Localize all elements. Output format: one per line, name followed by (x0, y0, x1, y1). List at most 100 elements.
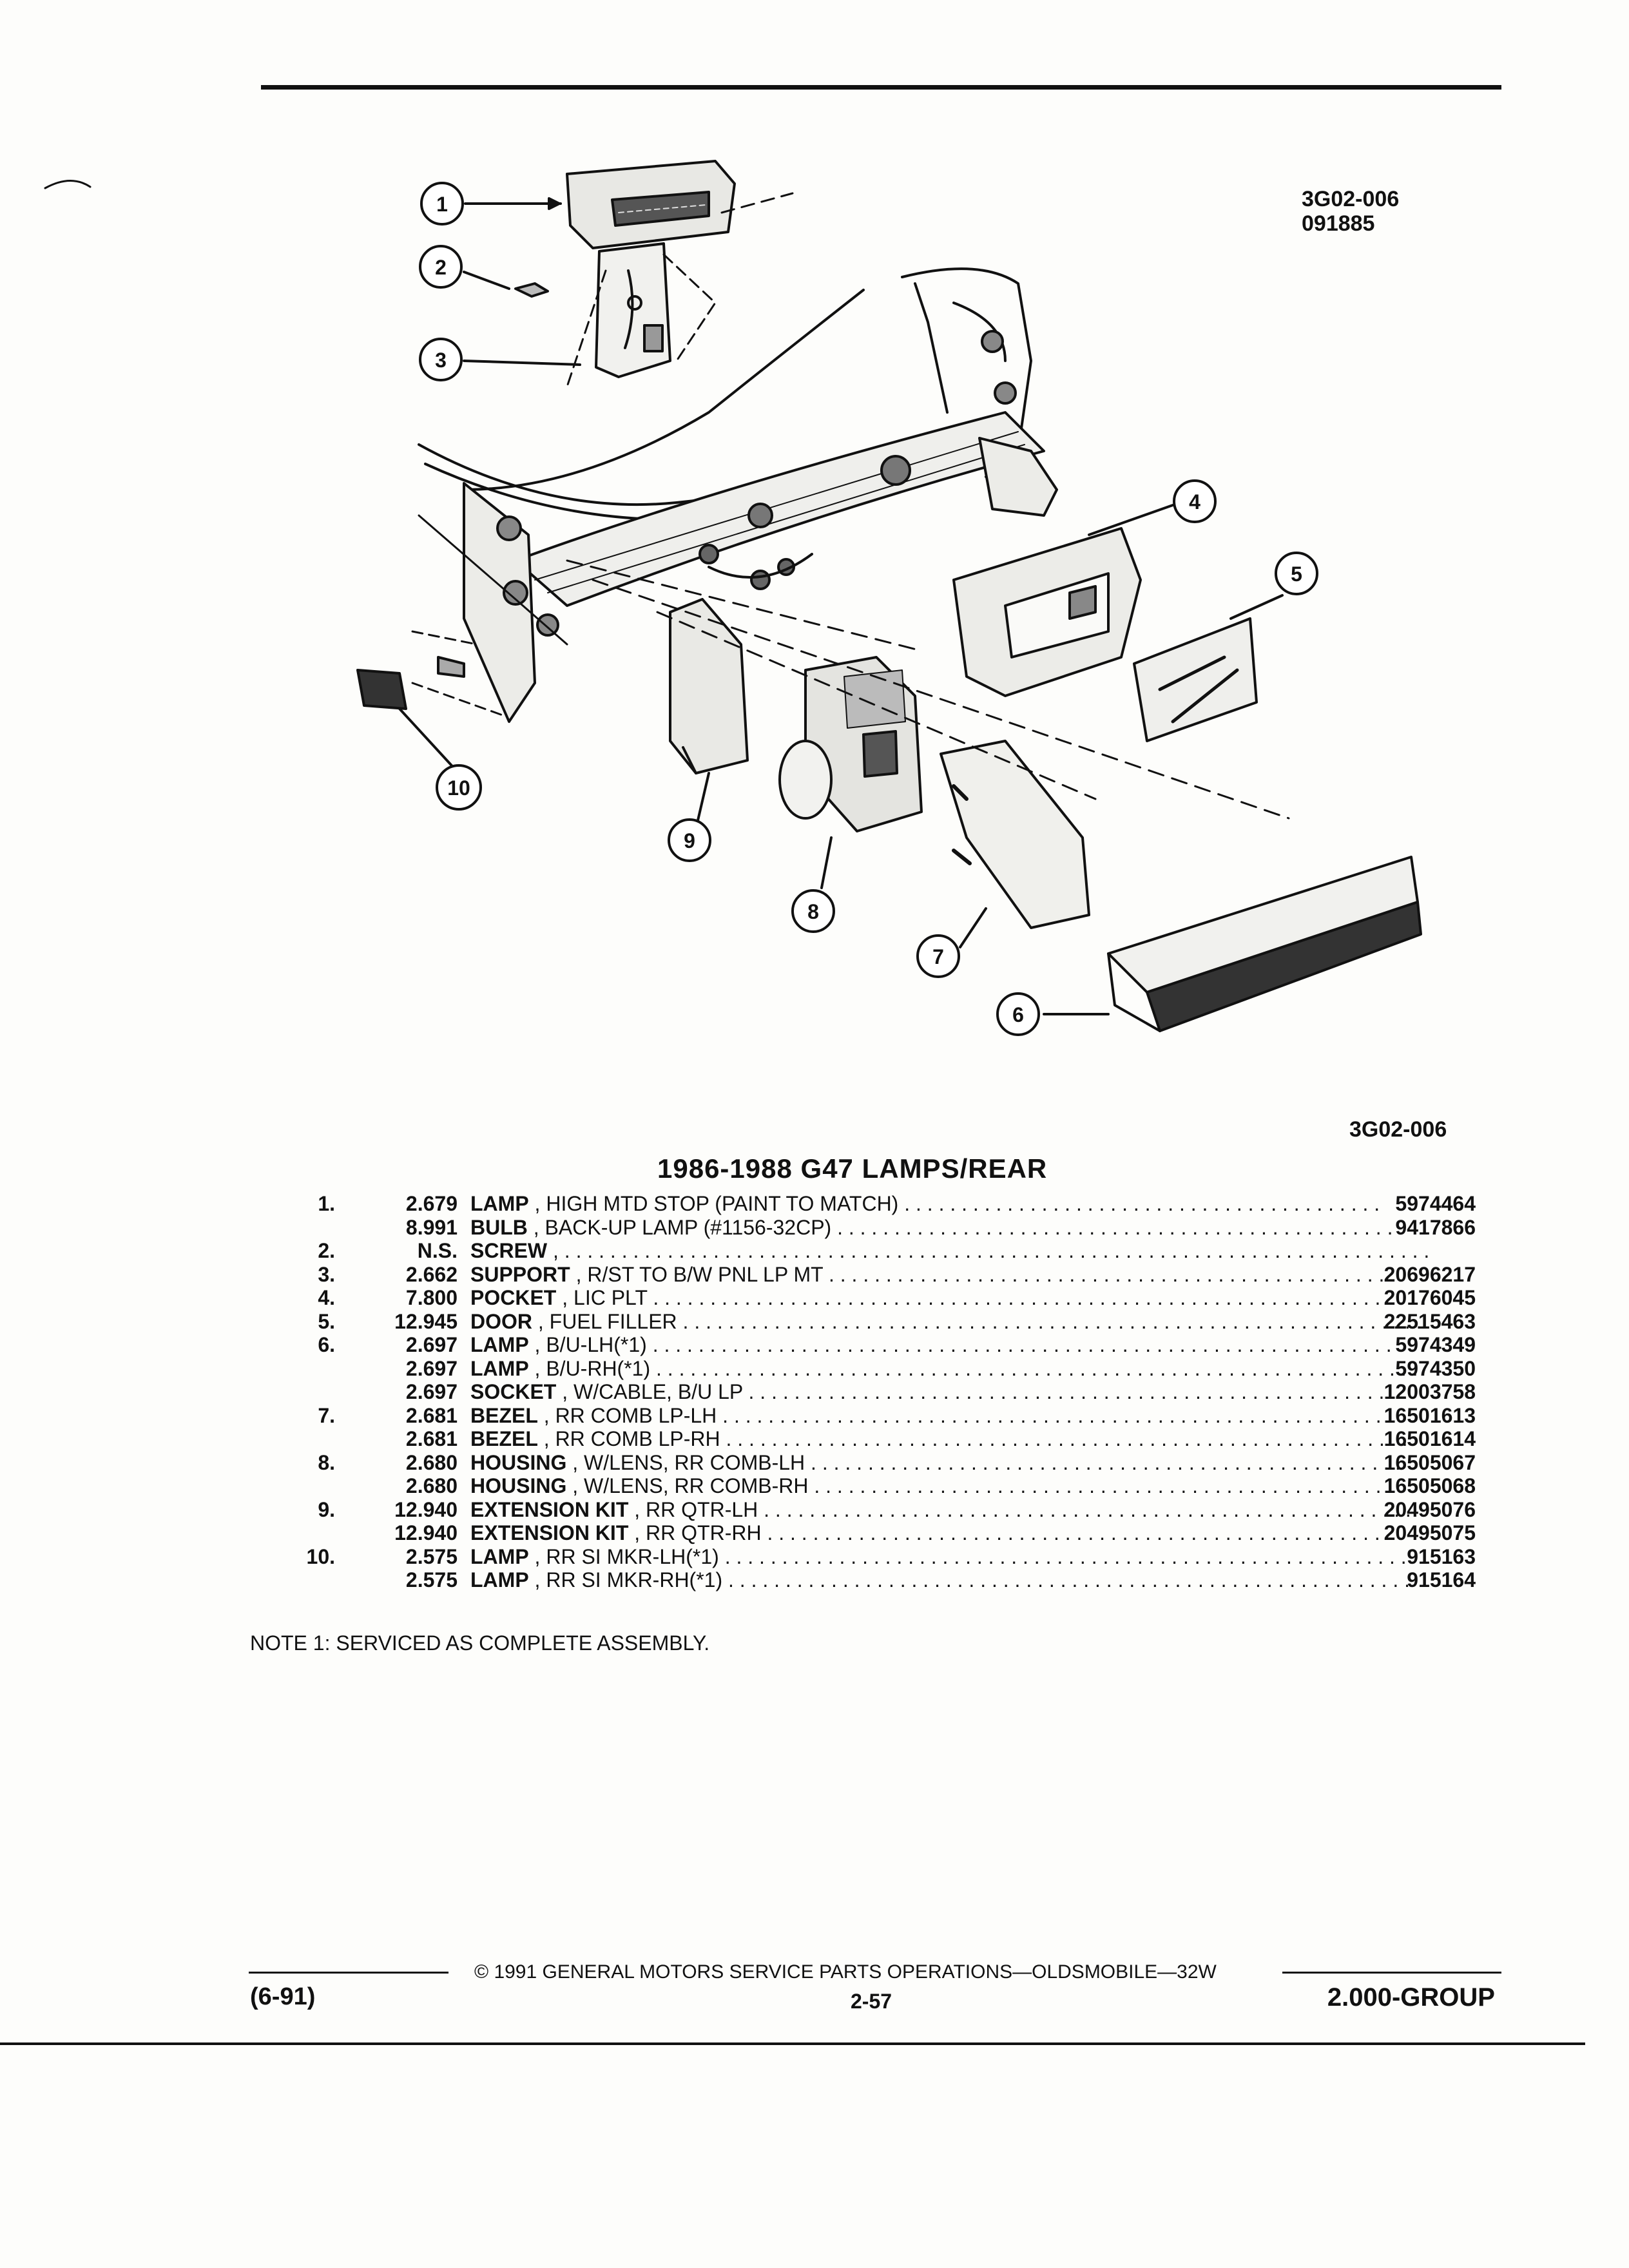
item-code: 2.681 (405, 1427, 458, 1450)
parts-row: 2.697 SOCKET , W/CABLE, B/U LP . . . . . … (245, 1380, 1508, 1404)
svg-text:2: 2 (435, 256, 447, 279)
callout-6: 6 (996, 992, 1040, 1036)
callout-4: 4 (1173, 479, 1217, 523)
parts-row: 2.680 HOUSING , W/LENS, RR COMB-RH . . . … (245, 1474, 1508, 1498)
figure-code-bottom: 3G02-006 (1349, 1117, 1447, 1142)
item-description: HOUSING , W/LENS, RR COMB-RH . . . . . .… (470, 1474, 1393, 1497)
item-description: POCKET , LIC PLT . . . . . . . . . . . .… (470, 1286, 1427, 1309)
item-code: N.S. (417, 1239, 458, 1262)
dot-leader: . . . . . . . . . . . . . . . . . . . . … (720, 1427, 1408, 1450)
item-number: 5. (318, 1309, 335, 1333)
part-number: 20176045 (1383, 1286, 1476, 1309)
item-detail: , RR COMB LP-LH (543, 1403, 717, 1427)
callout-8: 8 (791, 889, 835, 933)
dot-leader: . . . . . . . . . . . . . . . . . . . . … (898, 1192, 1380, 1215)
dot-leader: . . . . . . . . . . . . . . . . . . . . … (677, 1309, 1422, 1333)
callout-3: 3 (419, 338, 463, 381)
dot-leader: . . . . . . . . . . . . . . . . . . . . … (823, 1262, 1396, 1286)
dot-leader: . . . . . . . . . . . . . . . . . . . . … (558, 1239, 1430, 1262)
part-number: 5974464 (1395, 1192, 1476, 1215)
figure-code: 3G02-006 (1302, 187, 1400, 211)
item-description: BULB , BACK-UP LAMP (#1156-32CP) . . . .… (470, 1216, 1393, 1239)
item-name: BEZEL (470, 1427, 538, 1450)
item-name: EXTENSION KIT (470, 1497, 629, 1521)
dot-leader: . . . . . . . . . . . . . . . . . . . . … (647, 1286, 1427, 1309)
item-description: LAMP , HIGH MTD STOP (PAINT TO MATCH) . … (470, 1192, 1380, 1215)
item-number: 10. (306, 1544, 335, 1568)
item-name: BEZEL (470, 1403, 538, 1427)
item-code: 2.697 (405, 1333, 458, 1356)
part-number: 16501614 (1383, 1427, 1476, 1450)
item-code: 12.945 (394, 1309, 458, 1333)
top-rule (261, 85, 1501, 90)
item-code: 7.800 (405, 1286, 458, 1309)
item-name: BULB (470, 1215, 528, 1239)
parts-row: 2.N.S.SCREW , . . . . . . . . . . . . . … (245, 1239, 1508, 1263)
item-name: SCREW (470, 1239, 548, 1262)
item-name: DOOR (470, 1309, 532, 1333)
svg-text:4: 4 (1189, 490, 1200, 514)
item-code: 2.662 (405, 1262, 458, 1286)
note: NOTE 1: SERVICED AS COMPLETE ASSEMBLY. (250, 1631, 710, 1655)
item-description: HOUSING , W/LENS, RR COMB-LH . . . . . .… (470, 1451, 1401, 1474)
dot-leader: . . . . . . . . . . . . . . . . . . . . … (646, 1333, 1426, 1356)
part-number: 12003758 (1383, 1380, 1476, 1403)
item-name: HOUSING (470, 1450, 567, 1474)
item-name: LAMP (470, 1568, 529, 1591)
figure-date: 091885 (1302, 211, 1375, 236)
item-number: 3. (318, 1262, 335, 1286)
item-code: 2.697 (405, 1356, 458, 1380)
parts-row: 1. 2.679 LAMP , HIGH MTD STOP (PAINT TO MA… (245, 1192, 1508, 1216)
svg-text:1: 1 (436, 193, 448, 216)
item-description: LAMP , RR SI MKR-RH(*1) . . . . . . . . … (470, 1568, 1410, 1591)
dot-leader: . . . . . . . . . . . . . . . . . . . . … (722, 1568, 1410, 1591)
parts-row: 8. 2.680 HOUSING , W/LENS, RR COMB-LH . . … (245, 1451, 1508, 1475)
item-description: LAMP , B/U-RH(*1) . . . . . . . . . . . … (470, 1357, 1418, 1380)
item-detail: , R/ST TO B/W PNL LP MT (575, 1262, 824, 1286)
item-code: 2.680 (405, 1474, 458, 1497)
item-name: EXTENSION KIT (470, 1521, 629, 1544)
item-code: 2.575 (405, 1544, 458, 1568)
svg-text:7: 7 (932, 945, 944, 968)
dot-leader: . . . . . . . . . . . . . . . . . . . . … (831, 1215, 1393, 1239)
item-description: EXTENSION KIT , RR QTR-LH . . . . . . . … (470, 1498, 1411, 1521)
callout-7: 7 (916, 934, 960, 978)
group-number: 2.000-GROUP (1327, 1983, 1495, 2012)
item-detail: , W/LENS, RR COMB-RH (572, 1474, 809, 1497)
item-code: 2.697 (405, 1380, 458, 1403)
item-name: LAMP (470, 1544, 529, 1568)
callout-2: 2 (419, 245, 463, 289)
svg-text:5: 5 (1291, 562, 1302, 586)
footer-copyright: © 1991 GENERAL MOTORS SERVICE PARTS OPER… (474, 1961, 1217, 1983)
item-code: 2.679 (405, 1192, 458, 1215)
item-description: BEZEL , RR COMB LP-LH . . . . . . . . . … (470, 1404, 1416, 1427)
part-number: 915163 (1407, 1544, 1476, 1568)
svg-text:3: 3 (435, 349, 447, 372)
item-detail: , BACK-UP LAMP (#1156-32CP) (533, 1215, 832, 1239)
item-number: 1. (318, 1192, 335, 1215)
item-name: SUPPORT (470, 1262, 570, 1286)
item-detail: , HIGH MTD STOP (PAINT TO MATCH) (534, 1192, 899, 1215)
svg-text:6: 6 (1012, 1003, 1024, 1026)
dot-leader: . . . . . . . . . . . . . . . . . . . . … (805, 1450, 1401, 1474)
item-number: 8. (318, 1450, 335, 1474)
item-detail: , FUEL FILLER (537, 1309, 677, 1333)
item-code: 12.940 (394, 1521, 458, 1544)
dot-leader: . . . . . . . . . . . . . . . . . . . . … (761, 1521, 1403, 1544)
item-detail: , W/CABLE, B/U LP (562, 1380, 743, 1403)
item-name: SOCKET (470, 1380, 557, 1403)
part-number: 16505067 (1383, 1450, 1476, 1474)
part-number: 9417866 (1395, 1215, 1476, 1239)
item-code: 2.680 (405, 1450, 458, 1474)
item-detail: , RR COMB LP-RH (543, 1427, 720, 1450)
item-description: LAMP , B/U-LH(*1) . . . . . . . . . . . … (470, 1333, 1426, 1356)
item-detail: , W/LENS, RR COMB-LH (572, 1450, 805, 1474)
item-name: HOUSING (470, 1474, 567, 1497)
dot-leader: . . . . . . . . . . . . . . . . . . . . … (742, 1380, 1407, 1403)
